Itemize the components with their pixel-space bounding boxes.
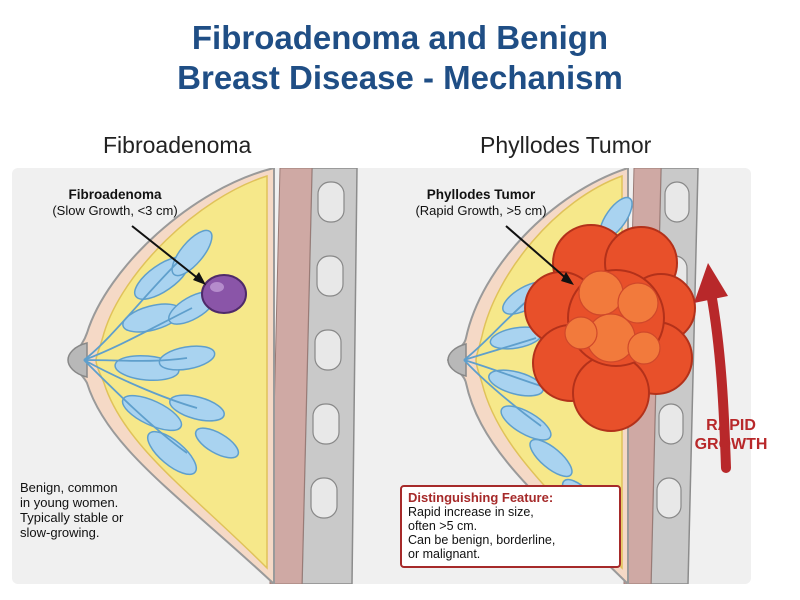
feature-line: Rapid increase in size, — [408, 505, 534, 519]
distinguishing-feature-title: Distinguishing Feature: — [408, 490, 554, 505]
distinguishing-feature-box: Distinguishing Feature: Rapid increase i… — [400, 485, 621, 568]
ribs — [310, 181, 345, 519]
fibroadenoma-label: Fibroadenoma (Slow Growth, <3 cm) — [20, 187, 210, 219]
note-line: Benign, common — [20, 480, 118, 495]
phyllodes-label: Phyllodes Tumor (Rapid Growth, >5 cm) — [386, 187, 576, 219]
rapid-growth-arrow — [706, 288, 731, 473]
fibroadenoma-pointer-head — [193, 272, 206, 285]
fibroadenoma-panel — [12, 168, 387, 584]
fibroadenoma-mass — [201, 274, 247, 314]
rapid-growth-arrow-head — [694, 263, 728, 303]
left-panel-heading: Fibroadenoma — [103, 132, 252, 158]
right-panel-heading: Phyllodes Tumor — [480, 132, 652, 158]
rapid-growth-label: RAPID GROWTH — [686, 416, 776, 454]
note-line: slow-growing. — [20, 525, 100, 540]
title-line-1: Fibroadenoma and Benign — [191, 19, 609, 56]
phyllodes-label-sub: (Rapid Growth, >5 cm) — [415, 203, 547, 218]
feature-line: Can be benign, borderline, — [408, 533, 556, 547]
nipple — [447, 343, 467, 377]
rapid-growth-line: RAPID — [706, 417, 756, 434]
note-line: in young women. — [20, 495, 119, 510]
feature-line: often >5 cm. — [408, 519, 478, 533]
phyllodes-pointer — [505, 225, 569, 281]
feature-line: or malignant. — [408, 547, 481, 561]
nipple — [67, 342, 88, 378]
phyllodes-label-title: Phyllodes Tumor — [426, 187, 536, 202]
rapid-growth-line: GROWTH — [694, 436, 768, 453]
phyllodes-tumor-lobes — [564, 270, 661, 365]
phyllodes-pointer-head — [561, 272, 574, 285]
phyllodes-breast-diagram — [446, 168, 731, 584]
ducts — [83, 262, 198, 454]
title-line-2: Breast Disease - Mechanism — [177, 59, 623, 96]
page-title: Fibroadenoma and Benign Breast Disease -… — [0, 18, 800, 98]
fibroadenoma-pointer — [131, 225, 201, 281]
fibroadenoma-highlight — [210, 282, 224, 292]
fibroadenoma-label-sub: (Slow Growth, <3 cm) — [52, 203, 178, 218]
fibroadenoma-note: Benign, common in young women. Typically… — [20, 480, 123, 540]
note-line: Typically stable or — [20, 510, 124, 525]
fibroadenoma-breast-diagram — [67, 168, 358, 584]
fibroadenoma-label-title: Fibroadenoma — [68, 187, 162, 202]
